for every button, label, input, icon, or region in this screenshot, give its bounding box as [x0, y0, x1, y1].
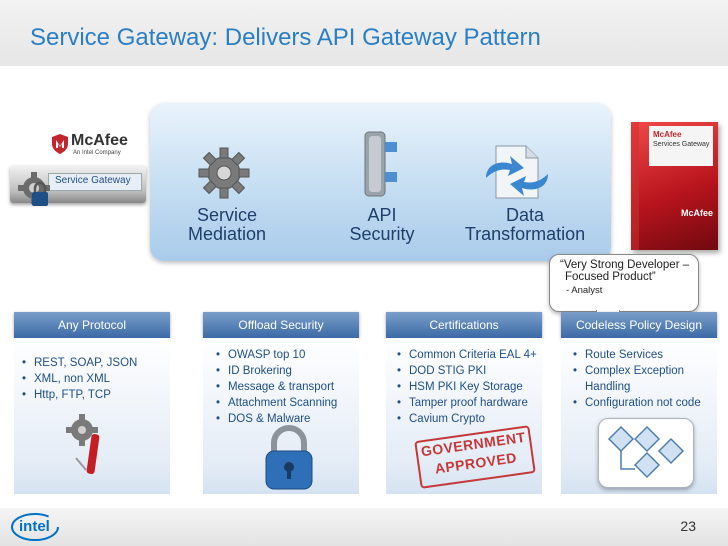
list-item: Attachment Scanning	[216, 395, 356, 411]
product-box-footer-brand: McAfee	[681, 208, 714, 218]
list-item: Http, FTP, TCP	[22, 387, 170, 403]
list-item: Route Services	[573, 347, 713, 363]
pillar-api-security: API Security	[327, 206, 437, 244]
mcafee-shield-icon	[52, 134, 68, 154]
analyst-quote: “Very Strong Developer – Focused Product…	[549, 254, 699, 312]
intel-logo-text: intel	[19, 518, 50, 535]
gear-pliers-icon	[66, 414, 100, 474]
mcafee-logo-text: McAfee	[71, 132, 128, 149]
product-box: McAfee Services Gateway McAfee	[631, 122, 718, 250]
flow-diagram-tile	[598, 418, 694, 488]
mcafee-tagline: An Intel Company	[73, 150, 121, 156]
column-header-certifications: Certifications	[386, 312, 542, 338]
list-item: DOS & Malware	[216, 411, 356, 427]
padlock-icon	[265, 425, 313, 490]
pillar-line1: Service	[196, 205, 258, 225]
product-box-brand: McAfee	[653, 130, 682, 139]
pillar-line2: Security	[349, 224, 415, 244]
page-number: 23	[680, 518, 696, 534]
list-item: ID Brokering	[216, 363, 356, 379]
codeless-policy-list: Route Services Complex Exception Handlin…	[573, 347, 713, 411]
appliance-label: Service Gateway	[55, 175, 131, 186]
appliance-label-panel: Service Gateway	[48, 173, 142, 191]
intel-swoosh-icon	[11, 513, 59, 541]
list-item: Message & transport	[216, 379, 356, 395]
gear-icon	[198, 147, 250, 199]
footer-bar	[0, 508, 728, 546]
pillar-line2: Mediation	[187, 224, 267, 244]
offload-security-list: OWASP top 10 ID Brokering Message & tran…	[216, 347, 356, 427]
gear-lock-icon	[18, 172, 50, 206]
column-header-offload-security: Offload Security	[203, 312, 359, 338]
list-item: XML, non XML	[22, 371, 170, 387]
certifications-list: Common Criteria EAL 4+ DOD STIG PKI HSM …	[397, 347, 543, 427]
list-item: Tamper proof hardware	[397, 395, 543, 411]
quote-line2: Focused Product”	[565, 271, 656, 283]
quote-line1: “Very Strong Developer –	[560, 259, 690, 271]
list-item: Cavium Crypto	[397, 411, 543, 427]
product-box-product: Services Gateway	[653, 141, 710, 148]
column-header-codeless-policy: Codeless Policy Design	[561, 312, 717, 338]
list-item: Common Criteria EAL 4+	[397, 347, 543, 363]
list-item: HSM PKI Key Storage	[397, 379, 543, 395]
pillar-service-mediation: Service Mediation	[172, 206, 282, 244]
product-box-top-panel: McAfee Services Gateway	[649, 126, 713, 166]
list-item: Complex Exception Handling	[573, 363, 713, 395]
list-item: OWASP top 10	[216, 347, 356, 363]
list-item: DOD STIG PKI	[397, 363, 543, 379]
column-header-any-protocol: Any Protocol	[14, 312, 170, 338]
list-item: Configuration not code	[573, 395, 713, 411]
quote-attribution: - Analyst	[566, 285, 603, 296]
document-arrows-icon	[486, 145, 548, 199]
any-protocol-list: REST, SOAP, JSON XML, non XML Http, FTP,…	[22, 355, 170, 403]
pillar-data-transformation: Data Transformation	[455, 206, 595, 244]
pillar-line1: Data	[505, 205, 545, 225]
intel-logo: intel	[10, 511, 60, 543]
list-item: REST, SOAP, JSON	[22, 355, 170, 371]
title-bar	[0, 0, 728, 66]
server-connector-icon	[364, 131, 397, 197]
pillar-line1: API	[367, 205, 397, 225]
slide-title: Service Gateway: Delivers API Gateway Pa…	[30, 24, 541, 51]
pillar-line2: Transformation	[464, 224, 586, 244]
workflow-diagram-icon	[607, 425, 685, 479]
mcafee-logo: McAfee An Intel Company	[52, 132, 142, 162]
